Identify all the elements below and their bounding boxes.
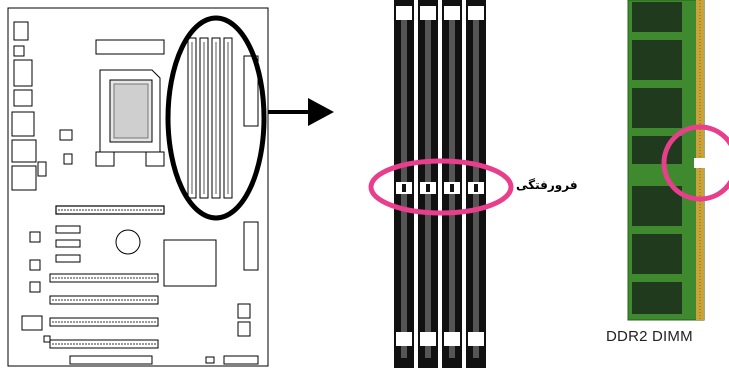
io-port	[37, 161, 47, 177]
sata-connector	[237, 303, 251, 319]
pcie-slot	[55, 239, 81, 248]
board-outline	[7, 7, 269, 367]
pci-slot	[49, 317, 159, 327]
cpu-socket	[95, 39, 165, 167]
io-port	[13, 21, 29, 41]
memory-slot	[394, 0, 414, 368]
arrow-right-icon	[268, 98, 334, 126]
front-panel-header	[223, 355, 259, 365]
io-port	[11, 139, 37, 163]
motherboard-diagram	[7, 7, 269, 367]
memory-slots-closeup	[368, 0, 514, 368]
memory-chip	[632, 234, 682, 274]
dimm-notch-highlight	[661, 124, 729, 202]
ide-connector	[243, 221, 259, 271]
component	[63, 153, 73, 165]
dimm-label: DDR2 DIMM	[606, 328, 693, 345]
notch-label: فرورفتگی	[516, 178, 578, 192]
ddr2-module-photo	[627, 0, 729, 321]
component	[205, 356, 215, 364]
memory-chip	[632, 282, 682, 314]
component	[29, 281, 41, 293]
dimm-notch	[694, 158, 706, 168]
memory-slot	[466, 0, 486, 368]
component	[29, 259, 41, 271]
cmos-battery	[115, 229, 141, 255]
component	[59, 129, 73, 141]
memory-chip	[632, 40, 682, 80]
memory-chip	[632, 186, 682, 226]
sata-connector	[237, 321, 251, 337]
memory-chip	[632, 88, 682, 128]
memory-slot	[442, 0, 462, 368]
chipset	[163, 239, 217, 287]
notch-highlight-ring	[368, 158, 514, 216]
io-port	[13, 89, 33, 107]
board-memory-slots	[187, 37, 233, 199]
io-port	[13, 45, 25, 57]
component	[21, 315, 43, 331]
pcie-slot	[55, 254, 81, 263]
slot-highlight-ellipse	[165, 15, 267, 221]
component	[43, 335, 51, 343]
pci-slot	[49, 339, 159, 349]
pcie-slot	[55, 225, 81, 234]
floppy-connector	[69, 355, 153, 365]
component	[29, 231, 41, 243]
power-connector	[243, 55, 259, 127]
pci-slot	[49, 295, 159, 305]
io-port	[11, 165, 37, 191]
io-port	[13, 59, 33, 87]
memory-chip	[632, 2, 682, 32]
pci-slot	[49, 273, 159, 283]
memory-slot	[418, 0, 438, 368]
io-port	[11, 111, 35, 137]
